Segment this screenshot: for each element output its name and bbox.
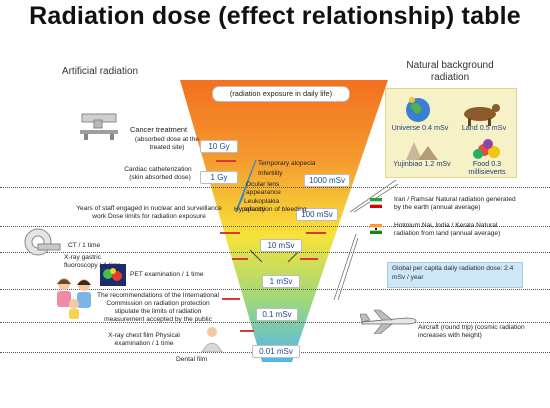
effect-infertility: Infertility: [258, 170, 283, 177]
marker-bar: [216, 160, 236, 162]
staff-dose-label: Years of staff engaged in nuclear and su…: [76, 205, 222, 220]
funnel-label: (radiation exposure in daily life): [212, 86, 350, 102]
india-flag-icon: [370, 224, 382, 234]
right-heading: Natural background radiation: [406, 60, 494, 83]
xray-gastric-label: X-ray gastric fluoroscopy / 1 time: [64, 254, 122, 269]
yujinbiao-dose: Yujinbiao 1.2 mSv: [393, 159, 451, 168]
cancer-treatment-sub: (absorbed dose at the treated site): [134, 136, 200, 151]
divider: [0, 322, 550, 323]
chest-xray-label: X-ray chest film Physical examination / …: [108, 332, 180, 347]
scale-0-1msv: 0.1 mSv: [256, 308, 298, 321]
iran-label: Iran / Ramsar Natural radiation generate…: [394, 196, 516, 211]
divider: [0, 226, 550, 227]
cardiac-label: Cardiac catheterization: [124, 166, 192, 173]
scale-0-01msv: 0.01 mSv: [252, 345, 300, 358]
effects-arrows: [235, 159, 257, 213]
cardiac-sub: (skin absorbed dose): [129, 174, 191, 181]
land-dose: Land 0.5 mSv: [461, 123, 507, 132]
effect-ocular: Ocular lens appearance: [246, 181, 281, 196]
marker-bar: [240, 330, 254, 332]
universe-dose: Universe 0.4 mSv: [391, 123, 449, 132]
aircraft-label: Aircraft (round trip) (cosmic radiation …: [418, 324, 525, 339]
marker-bar: [220, 232, 240, 234]
page-title: Radiation dose (effect relationship) tab…: [29, 2, 521, 30]
iran-flag-icon: [370, 198, 382, 208]
natural-icons: [406, 97, 500, 126]
marker-bar: [232, 258, 248, 260]
pet-scan-icon: [100, 264, 126, 286]
treatment-machine-icon: [80, 113, 118, 140]
left-heading: Artificial radiation: [61, 66, 139, 77]
marker-bar: [306, 232, 326, 234]
dental-label: Dental film: [176, 356, 208, 363]
scale-10msv: 10 mSv: [260, 239, 302, 252]
effect-alopecia: Temporary alopecia: [258, 160, 316, 167]
india-label: Holmium Nai, India / Kerala Natural radi…: [394, 222, 501, 237]
scale-1000msv: 1000 mSv: [304, 174, 350, 187]
divider: [0, 187, 550, 188]
cancer-treatment-label: Cancer treatment: [130, 125, 188, 134]
icrp-label: The recommendations of the International…: [96, 292, 220, 323]
pet-label: PET examination / 1 time: [130, 271, 204, 278]
global-dose-box: Global per capita daily radiation dose: …: [387, 262, 523, 288]
airplane-icon: [360, 309, 417, 334]
right-connector: [349, 179, 399, 213]
food-dose: Food 0.3 millisieverts: [468, 159, 506, 177]
ct-scanner-icon: [24, 228, 61, 256]
right-connector: [333, 233, 359, 301]
person-icon: [201, 327, 223, 352]
effect-bleeding: Hypofunction of bleeding: [234, 206, 307, 213]
marker-bar: [300, 258, 318, 260]
effect-leukoplakia: Leukoplakia opacity: [244, 198, 280, 213]
natural-icons-2: [406, 139, 500, 160]
scale-1gy: 1 Gy: [200, 171, 238, 184]
scale-100msv: 100 mSv: [296, 208, 338, 221]
scale-10gy: 10 Gy: [200, 140, 238, 153]
family-icon: [57, 278, 91, 319]
natural-radiation-panel: [385, 88, 517, 178]
ct-label: CT / 1 time: [68, 242, 101, 249]
divider: [0, 252, 550, 253]
divider: [0, 289, 550, 290]
marker-bar: [222, 298, 240, 300]
scale-1msv: 1 mSv: [262, 275, 300, 288]
